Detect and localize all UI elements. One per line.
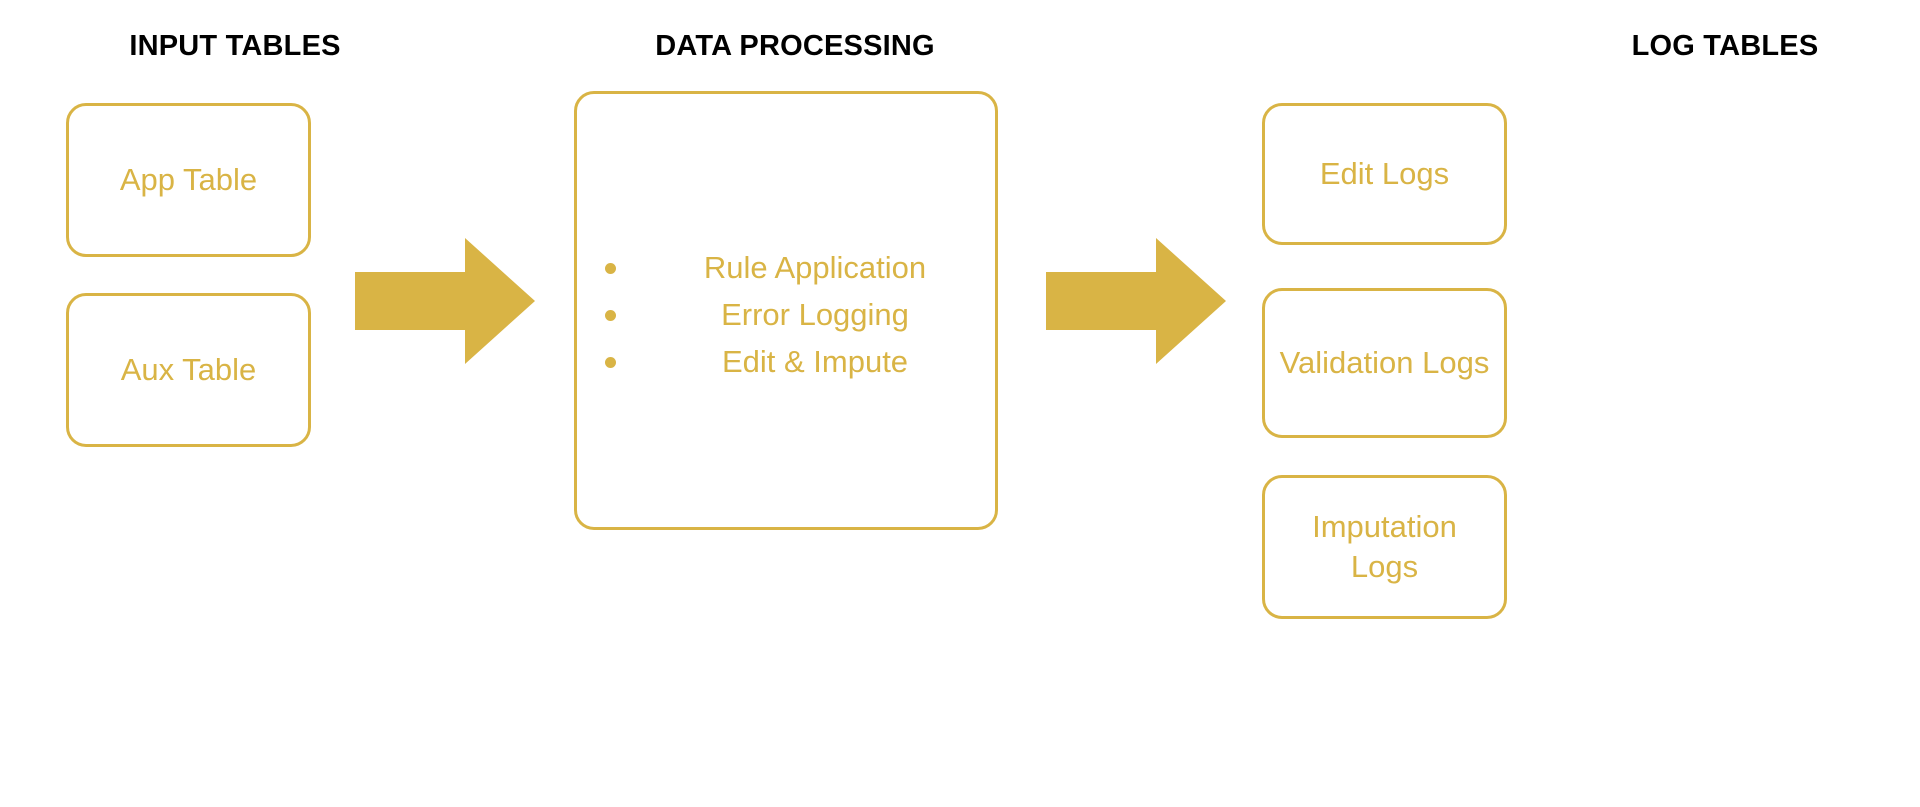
processing-step-error-logging: Error Logging: [577, 291, 1001, 338]
bullet-icon: [605, 356, 616, 368]
arrow-right-icon-processing-to-logs: [1046, 238, 1226, 364]
processing-step-label: Rule Application: [703, 250, 927, 285]
column-header-data-processing: DATA PROCESSING: [655, 30, 935, 62]
node-app-table-label: App Table: [119, 162, 258, 198]
arrow-right-icon-input-to-processing: [355, 238, 535, 364]
node-edit-logs[interactable]: Edit Logs: [1262, 103, 1507, 245]
bullet-icon: [605, 309, 616, 321]
node-app-table[interactable]: App Table: [66, 103, 311, 257]
node-edit-logs-label: Edit Logs: [1319, 156, 1450, 192]
column-header-input-tables: INPUT TABLES: [129, 30, 341, 62]
node-imputation-logs[interactable]: Imputation Logs: [1262, 475, 1507, 619]
node-validation-logs[interactable]: Validation Logs: [1262, 288, 1507, 438]
node-imputation-logs-label: Imputation Logs: [1312, 509, 1457, 584]
processing-step-edit-and-impute: Edit & Impute: [577, 338, 1001, 385]
processing-step-label: Error Logging: [721, 297, 909, 332]
column-header-log-tables: LOG TABLES: [1631, 30, 1819, 62]
bullet-icon: [605, 262, 616, 274]
node-aux-table[interactable]: Aux Table: [66, 293, 311, 447]
processing-step-rule-application: Rule Application: [577, 244, 1001, 291]
processing-step-list: Rule Application Error Logging Edit & Im…: [577, 244, 1001, 385]
node-validation-logs-label: Validation Logs: [1279, 345, 1490, 381]
node-data-processing[interactable]: Rule Application Error Logging Edit & Im…: [574, 91, 998, 530]
processing-step-label: Edit & Impute: [721, 344, 909, 379]
node-aux-table-label: Aux Table: [120, 352, 257, 388]
